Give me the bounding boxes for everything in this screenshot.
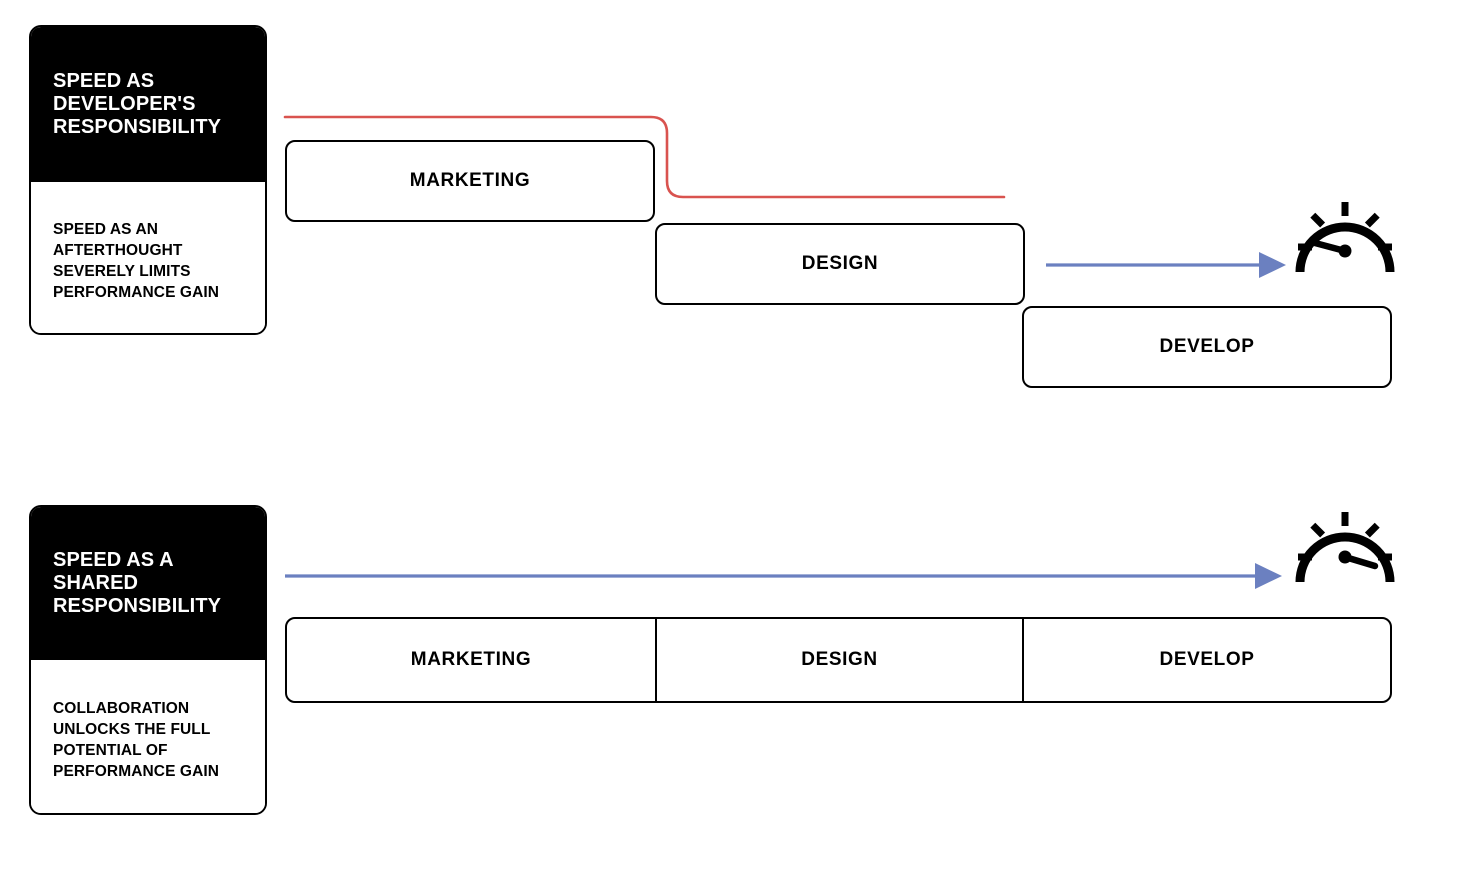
stage-box-design-siloed[interactable]: DESIGN (655, 223, 1025, 305)
card-body-text: COLLABORATION UNLOCKS THE FULL POTENTIAL… (53, 700, 220, 781)
speed-arrow-long (285, 563, 1282, 589)
stage-label: MARKETING (409, 170, 531, 191)
arrow-head (1255, 563, 1282, 589)
speedometer-low-icon (1295, 202, 1395, 273)
combined-stage-bar: MARKETING DESIGN DEVELOP (285, 617, 1392, 703)
stage-label: MARKETING (410, 649, 532, 670)
stage-segment-marketing-shared[interactable]: MARKETING (287, 619, 657, 701)
speedometer-low-wrap (1292, 196, 1398, 278)
stage-segment-design-shared[interactable]: DESIGN (657, 619, 1024, 701)
stage-box-develop-siloed[interactable]: DEVELOP (1022, 306, 1392, 388)
gauge-tick-upper-right (1364, 212, 1380, 228)
gauge-tick-upper-left (1310, 212, 1326, 228)
stage-label: DEVELOP (1159, 649, 1255, 670)
card-body-block: COLLABORATION UNLOCKS THE FULL POTENTIAL… (31, 660, 265, 813)
gauge-arc (1295, 532, 1395, 583)
stage-label: DESIGN (801, 253, 879, 274)
gauge-arc (1295, 222, 1395, 273)
gauge-hub (1338, 550, 1352, 564)
card-body-text: SPEED AS AN AFTERTHOUGHT SEVERELY LIMITS… (53, 221, 220, 302)
stage-label: DESIGN (801, 649, 878, 670)
arrow-head (1259, 252, 1286, 278)
card-body-block: SPEED AS AN AFTERTHOUGHT SEVERELY LIMITS… (31, 182, 265, 333)
card-heading-block: SPEED AS DEVELOPER'S RESPONSIBILITY (31, 27, 265, 182)
card-speed-as-shared-responsibility: SPEED AS A SHARED RESPONSIBILITY COLLABO… (29, 505, 267, 815)
card-heading-block: SPEED AS A SHARED RESPONSIBILITY (31, 507, 265, 660)
gauge-tick-upper-left (1310, 522, 1326, 538)
speed-arrow-short (1046, 252, 1286, 278)
speedometer-high-wrap (1292, 506, 1398, 588)
gauge-tick-upper-right (1364, 522, 1380, 538)
card-speed-as-developers-responsibility: SPEED AS DEVELOPER'S RESPONSIBILITY SPEE… (29, 25, 267, 335)
gauge-hub (1338, 244, 1352, 258)
stage-box-marketing-siloed[interactable]: MARKETING (285, 140, 655, 222)
stage-segment-develop-shared[interactable]: DEVELOP (1024, 619, 1390, 701)
card-heading-text: SPEED AS DEVELOPER'S RESPONSIBILITY (53, 70, 222, 138)
stage-label: DEVELOP (1159, 336, 1255, 357)
card-heading-text: SPEED AS A SHARED RESPONSIBILITY (53, 549, 222, 617)
speedometer-high-icon (1295, 512, 1395, 583)
